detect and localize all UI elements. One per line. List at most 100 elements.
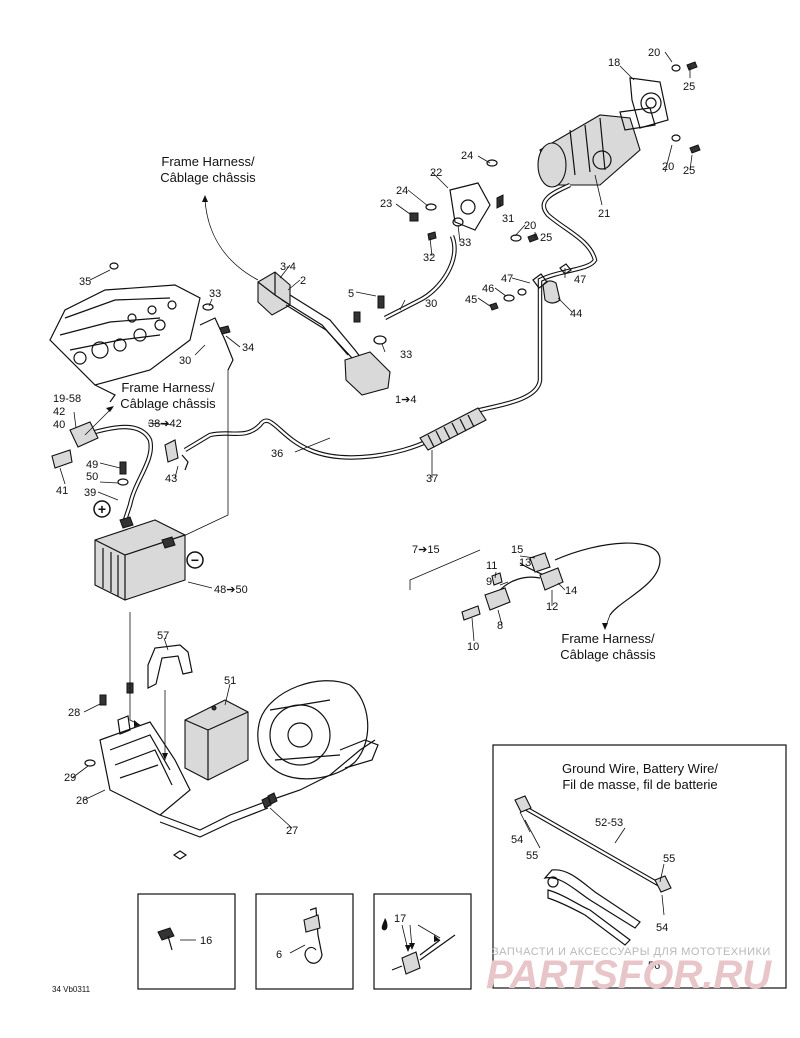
callout-49: 49 (86, 459, 98, 471)
callout-17: 17 (394, 913, 406, 925)
callout-46: 46 (482, 283, 494, 295)
callout-12: 12 (546, 601, 558, 613)
console-panel (49, 262, 201, 403)
callout-24-b: 24 (396, 185, 408, 197)
callout-55-a: 55 (526, 850, 538, 862)
minus-sign: − (191, 552, 199, 568)
battery-strap-57 (147, 644, 193, 689)
callout-36: 36 (271, 448, 283, 460)
callout-27: 27 (286, 825, 298, 837)
callout-20-c: 20 (524, 220, 536, 232)
callout-30-a: 30 (425, 298, 437, 310)
positive-cable (94, 424, 154, 521)
callout-8: 8 (497, 620, 503, 632)
callout-18: 18 (608, 57, 620, 69)
callout-1-4: 1➔4 (395, 394, 416, 406)
frame-harness-label-1-line1: Frame Harness/ (161, 154, 255, 169)
rubber-boot-44 (542, 280, 561, 304)
callout-34: 34 (242, 342, 254, 354)
callout-40: 40 (53, 419, 65, 431)
engine-magneto-housing (257, 680, 379, 780)
callout-2: 2 (300, 275, 306, 287)
frame-harness-label-1-line2: Câblage châssis (160, 170, 256, 185)
callout-25-a: 25 (683, 81, 695, 93)
cable-43 (164, 439, 189, 471)
main-battery-cable (183, 182, 598, 460)
callout-19-58: 19-58 (53, 393, 81, 405)
callout-7-15: 7➔15 (412, 544, 440, 556)
callout-57: 57 (157, 630, 169, 642)
solenoid-bolts (353, 295, 387, 345)
terminal-cover-40 (51, 421, 129, 486)
clamp-47 (489, 263, 572, 311)
starter-solenoid (257, 271, 391, 396)
callout-54-a: 54 (511, 834, 523, 846)
callout-16: 16 (200, 935, 212, 947)
callout-33-a: 33 (459, 237, 471, 249)
callout-33-c: 33 (209, 288, 221, 300)
frame-harness-label-2-line1: Frame Harness/ (121, 380, 215, 395)
starter-bracket (629, 77, 669, 129)
callout-20-b: 20 (662, 161, 674, 173)
callout-52-53: 52-53 (595, 817, 623, 829)
callout-23: 23 (380, 198, 392, 210)
callout-13: 13 (519, 557, 531, 569)
detail-box-6 (255, 893, 354, 990)
starter-motor (537, 107, 656, 188)
callout-42: 42 (53, 406, 65, 418)
callout-3-4: 3-4 (280, 261, 296, 273)
callout-37: 37 (426, 473, 438, 485)
callout-20-a: 20 (648, 47, 660, 59)
callout-41: 41 (56, 485, 68, 497)
callout-11: 11 (486, 560, 497, 572)
callout-21: 21 (598, 208, 610, 220)
diagram-code: 34 Vb0311 (52, 985, 91, 994)
frame-harness-label-2-line2: Câblage châssis (120, 396, 216, 411)
callout-51: 51 (224, 675, 236, 687)
callout-38-42: 38➔42 (148, 418, 182, 430)
frame-harness-label-3-line1: Frame Harness/ (561, 631, 655, 646)
ground-wire-27 (159, 739, 376, 860)
detail-box-17 (373, 893, 472, 990)
callout-29: 29 (64, 772, 76, 784)
callout-15: 15 (511, 544, 523, 556)
watermark-logo: PARTSFOR.RU (486, 953, 772, 997)
battery (94, 516, 186, 601)
callout-14: 14 (565, 585, 577, 597)
bolt-set (409, 61, 701, 243)
callout-50: 50 (86, 471, 98, 483)
battery-tray-26 (84, 682, 191, 816)
inset-title-line2: Fil de masse, fil de batterie (562, 777, 717, 792)
callout-56: 56 (648, 960, 660, 972)
callout-25-b: 25 (683, 165, 695, 177)
callout-26: 26 (76, 795, 88, 807)
callout-5: 5 (348, 288, 354, 300)
callout-6: 6 (276, 949, 282, 961)
callout-9: 9 (486, 576, 492, 588)
ground-cable-vertical (174, 370, 229, 541)
detail-box-16 (137, 893, 236, 990)
inset-ground-battery-wire (492, 744, 787, 989)
positive-symbol: + (93, 500, 111, 518)
callout-32: 32 (423, 252, 435, 264)
callout-47-b: 47 (574, 274, 586, 286)
callout-54-b: 54 (656, 922, 668, 934)
callout-31: 31 (502, 213, 514, 225)
cable-sleeve (419, 407, 487, 451)
negative-symbol: − (186, 551, 204, 569)
callout-55-b: 55 (663, 853, 675, 865)
callout-43: 43 (165, 473, 177, 485)
frame-harness-label-3-line2: Câblage châssis (560, 647, 656, 662)
callout-35: 35 (79, 276, 91, 288)
callout-24-a: 24 (461, 150, 473, 162)
callout-33-b: 33 (400, 349, 412, 361)
starter-cover-plate (449, 182, 491, 231)
callout-47-a: 47 (501, 273, 513, 285)
callout-10: 10 (467, 641, 479, 653)
callout-39: 39 (84, 487, 96, 499)
callout-30-b: 30 (179, 355, 191, 367)
callout-22: 22 (430, 167, 442, 179)
starter-cable (383, 235, 457, 321)
inset-title-line1: Ground Wire, Battery Wire/ (562, 761, 718, 776)
